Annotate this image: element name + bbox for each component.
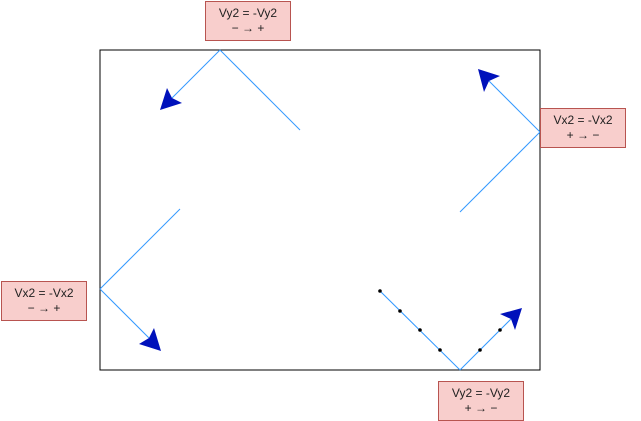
top-bounce-path: [160, 49, 301, 131]
right-outgoing-segment: [488, 80, 541, 133]
bottom-equation: Vy2 = -Vy2: [451, 386, 511, 400]
left-outgoing-segment: [99, 288, 150, 339]
right-reflection-label: Vx2 = -Vx2 + → −: [540, 108, 626, 148]
right-arrowhead-icon: [478, 69, 500, 92]
left-reflection-label: Vx2 = -Vx2 − → +: [1, 281, 87, 321]
trajectory-dot-icon: [378, 289, 382, 293]
right-bounce-path: [459, 69, 541, 213]
bottom-transition: + → −: [464, 401, 498, 415]
trajectory-dot-icon: [498, 328, 502, 332]
right-equation: Vx2 = -Vx2: [553, 113, 613, 127]
bottom-reflection-label: Vy2 = -Vy2 + → −: [438, 381, 524, 421]
left-bounce-path: [99, 208, 181, 351]
right-incoming-segment: [459, 131, 541, 213]
trajectory-dot-icon: [418, 328, 422, 332]
top-transition: − → +: [231, 21, 265, 35]
right-transition: + → −: [566, 128, 600, 142]
top-incoming-segment: [219, 49, 301, 131]
bottom-arrowhead-icon: [500, 308, 522, 330]
trajectory-dot-icon: [398, 309, 402, 313]
boundary-box: [99, 49, 541, 371]
top-outgoing-segment: [171, 49, 221, 99]
trajectory-dot-icon: [478, 348, 482, 352]
top-equation: Vy2 = -Vy2: [218, 6, 278, 20]
top-arrowhead-icon: [160, 88, 182, 110]
trajectory-dot-icon: [438, 348, 442, 352]
left-incoming-segment: [99, 208, 181, 290]
left-equation: Vx2 = -Vx2: [14, 286, 74, 300]
bottom-outgoing-segment: [459, 318, 512, 371]
left-transition: − → +: [27, 301, 61, 315]
left-arrowhead-icon: [139, 328, 161, 351]
top-reflection-label: Vy2 = -Vy2 − → +: [205, 1, 291, 41]
bottom-bounce-path: [378, 289, 522, 371]
